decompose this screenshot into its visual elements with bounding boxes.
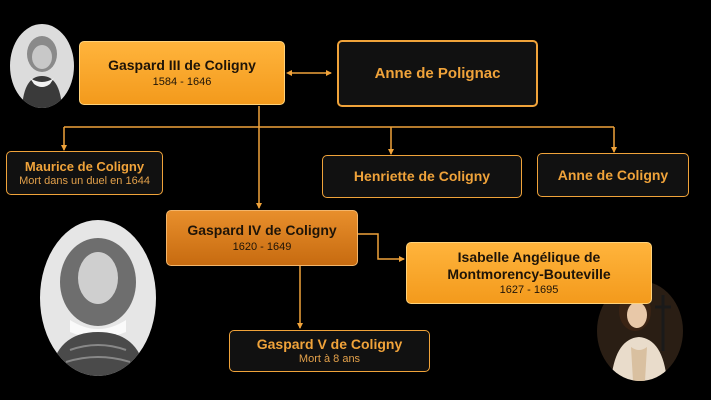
gaspard-iv-dates: 1620 - 1649 <box>232 241 292 253</box>
gaspard-iii-name: Gaspard III de Coligny <box>108 57 256 73</box>
gaspard-v-dates: Mort à 8 ans <box>298 353 361 365</box>
maurice-dates: Mort dans un duel en 1644 <box>19 175 150 187</box>
henriette-box[interactable]: Henriette de Coligny <box>322 155 522 198</box>
isabelle-dates: 1627 - 1695 <box>499 284 559 296</box>
anne-coligny-name: Anne de Coligny <box>557 166 669 183</box>
maurice-name: Maurice de Coligny <box>24 159 145 174</box>
gaspard-v-name: Gaspard V de Coligny <box>256 336 403 352</box>
isabelle-name-line1: Isabelle Angélique de <box>457 249 601 265</box>
gaspard-iv-name: Gaspard IV de Coligny <box>187 222 337 238</box>
anne-polignac-name: Anne de Polignac <box>374 65 501 82</box>
anne-polignac-box[interactable]: Anne de Polignac <box>337 40 538 107</box>
maurice-box[interactable]: Maurice de Coligny Mort dans un duel en … <box>6 151 163 195</box>
gaspard-iv-portrait <box>40 220 156 376</box>
henriette-name: Henriette de Coligny <box>353 168 491 184</box>
gaspard-iii-box[interactable]: Gaspard III de Coligny 1584 - 1646 <box>79 41 285 105</box>
gaspard-iii-portrait <box>10 24 74 108</box>
gaspard-iii-dates: 1584 - 1646 <box>152 76 212 88</box>
gaspard-iv-box[interactable]: Gaspard IV de Coligny 1620 - 1649 <box>166 210 358 266</box>
marriage-link-iv <box>358 233 405 262</box>
isabelle-name-line2: Montmorency-Bouteville <box>447 266 611 282</box>
gaspard-v-box[interactable]: Gaspard V de Coligny Mort à 8 ans <box>229 330 430 372</box>
isabelle-box[interactable]: Isabelle Angélique de Montmorency-Boutev… <box>406 242 652 304</box>
anne-coligny-box[interactable]: Anne de Coligny <box>537 153 689 197</box>
